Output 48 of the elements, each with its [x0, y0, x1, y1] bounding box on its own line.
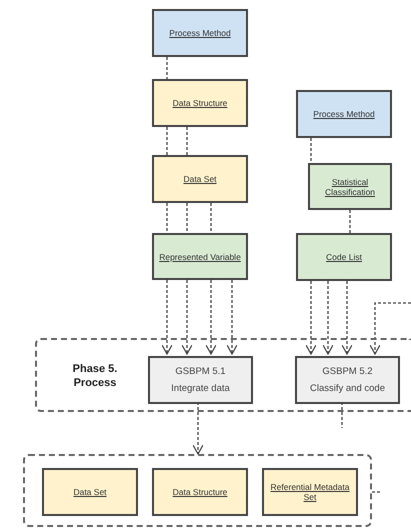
- data-box: [152, 155, 248, 203]
- arrow: [305, 281, 317, 355]
- link-text: Code List: [326, 252, 362, 262]
- process-step-box: [295, 356, 400, 404]
- data-box: [152, 79, 248, 127]
- link-text: Represented Variable: [159, 252, 241, 262]
- step-name: Classify and code: [310, 383, 385, 394]
- arrow: [161, 280, 173, 355]
- arrow: [181, 280, 193, 355]
- method-box: [152, 9, 248, 57]
- method-box: [296, 90, 392, 138]
- step-code: GSBPM 5.1: [175, 366, 226, 377]
- connector-line: [166, 57, 168, 79]
- arrow: [322, 281, 334, 355]
- link-text: Data Set: [183, 174, 217, 184]
- variable-box: [308, 163, 392, 210]
- variable-box: [296, 233, 392, 281]
- connector-line: [186, 203, 188, 233]
- arrow: [205, 280, 217, 355]
- link-text: Process Method: [169, 28, 231, 38]
- data-box: [42, 468, 138, 516]
- connector-line: [341, 402, 343, 428]
- connector-line: [310, 138, 312, 163]
- connector-line: [210, 203, 212, 233]
- link-text: Data Structure: [172, 98, 228, 108]
- output-group: [23, 454, 372, 527]
- process-step-box: [148, 356, 253, 404]
- data-box: [152, 468, 248, 516]
- connector-line: [349, 210, 351, 233]
- link-text: Data Set: [73, 487, 107, 497]
- step-name: Integrate data: [171, 383, 230, 394]
- arrow: [226, 280, 238, 355]
- connector-line: [186, 127, 188, 155]
- connector-line: [372, 491, 382, 493]
- phase-group: [35, 338, 411, 412]
- arrow: [341, 281, 353, 355]
- step-code: GSBPM 5.2: [322, 366, 373, 377]
- phase-label: Phase 5. Process: [72, 362, 118, 390]
- arrow: [369, 302, 411, 355]
- link-text: Statistical Classification: [324, 176, 376, 196]
- connector-line: [166, 203, 168, 233]
- link-text: Referential Metadata Set: [270, 482, 350, 502]
- link-text: Process Method: [313, 109, 375, 119]
- arrow: [192, 402, 204, 455]
- data-box: [262, 468, 358, 516]
- variable-box: [152, 233, 248, 280]
- connector-line: [166, 127, 168, 155]
- link-text: Data Structure: [172, 487, 228, 497]
